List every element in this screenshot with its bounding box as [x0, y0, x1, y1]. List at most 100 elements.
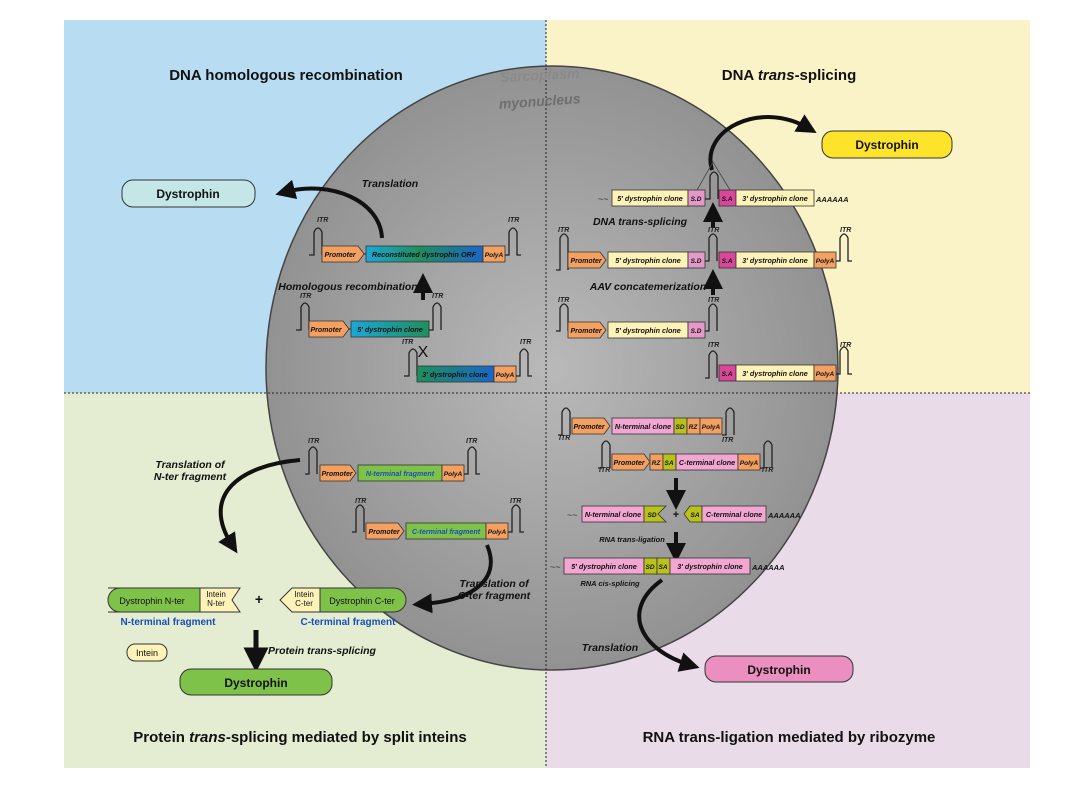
- intein-c-ter: [279, 587, 321, 613]
- svg-text:~~: ~~: [550, 562, 561, 572]
- itr-hairpin-6: [516, 348, 532, 377]
- svg-text:SA: SA: [658, 564, 667, 571]
- title-rna-trans-ligation: RNA trans-ligation mediated by ribozyme: [643, 729, 936, 746]
- svg-text:S.A: S.A: [722, 371, 733, 378]
- ribozyme-panel: ITR Promoter N-terminal clone SD RZ Poly…: [550, 407, 854, 683]
- polya-box: [493, 365, 517, 383]
- svg-text:ITR: ITR: [508, 217, 519, 224]
- svg-text:AAAAAA: AAAAAA: [815, 195, 849, 204]
- dystrophin-tr-label: Dystrophin: [855, 138, 918, 152]
- svg-text:Promoter: Promoter: [310, 327, 342, 334]
- svg-text:SD: SD: [675, 424, 684, 431]
- svg-text:S.A: S.A: [722, 196, 733, 203]
- svg-text:SD: SD: [647, 512, 656, 519]
- svg-text:Dystrophin: Dystrophin: [747, 663, 810, 677]
- title-protein-trans-splicing: Protein trans-splicing mediated by split…: [133, 729, 466, 746]
- svg-text:Promoter: Promoter: [613, 460, 645, 467]
- title-homologous: DNA homologous recombination: [169, 67, 403, 84]
- dystrophin-box-br: [704, 655, 854, 683]
- polya-box: [482, 245, 506, 263]
- svg-text:Promoter: Promoter: [573, 424, 605, 431]
- rna-cis-splicing-label: RNA cis-splicing: [580, 579, 640, 588]
- svg-text:C-terminal fragment: C-terminal fragment: [412, 527, 481, 536]
- crossover-x: X: [418, 344, 429, 361]
- svg-text:3' dystrophin clone: 3' dystrophin clone: [742, 194, 808, 203]
- svg-text:PolyA: PolyA: [496, 372, 515, 379]
- itr-hairpin-1: [309, 227, 323, 256]
- svg-text:PolyA: PolyA: [488, 529, 507, 536]
- svg-text:ITR: ITR: [300, 293, 311, 300]
- dna-trans-splicing-panel: Dystrophin ~~ 5' dystrophin clone S.D S.…: [556, 114, 953, 382]
- title-dna-trans-splicing: DNA trans-splicing: [722, 67, 856, 84]
- svg-text:ITR: ITR: [722, 437, 733, 444]
- svg-text:PolyA: PolyA: [740, 460, 759, 467]
- svg-text:ITR: ITR: [599, 467, 610, 474]
- translation-tl-label: Translation: [362, 178, 418, 190]
- svg-text:3' dystrophin clone: 3' dystrophin clone: [742, 369, 808, 378]
- intein-n-ter: [199, 587, 241, 613]
- svg-text:Promoter: Promoter: [324, 252, 356, 259]
- svg-text:AAAAAA: AAAAAA: [751, 563, 785, 572]
- svg-text:Reconstituted dystrophin ORF: Reconstituted dystrophin ORF: [372, 250, 477, 259]
- svg-text:ITR: ITR: [510, 498, 521, 505]
- dystrophin-box-tl: [121, 179, 256, 208]
- svg-text:+: +: [673, 509, 679, 521]
- c-terminal-fragment-label: C-terminal fragment: [300, 617, 396, 628]
- svg-text:N-terminal clone: N-terminal clone: [585, 510, 641, 519]
- svg-text:3' dystrophin clone: 3' dystrophin clone: [422, 370, 488, 379]
- svg-text:Dystrophin C-ter: Dystrophin C-ter: [329, 596, 395, 606]
- rna-trans-ligation-label: RNA trans-ligation: [599, 535, 665, 544]
- svg-text:ITR: ITR: [308, 438, 319, 445]
- svg-text:ITR: ITR: [317, 217, 328, 224]
- svg-text:ITR: ITR: [708, 297, 719, 304]
- svg-text:PolyA: PolyA: [485, 252, 504, 259]
- dystrophin-box-bl: [179, 668, 333, 696]
- promoter-box: [308, 320, 350, 338]
- svg-text:N-terminal clone: N-terminal clone: [615, 422, 671, 431]
- translation-arrow-tr: [708, 114, 817, 171]
- aav-concat-label: AAV concatemerization: [589, 281, 707, 293]
- svg-text:S.A: S.A: [722, 258, 733, 265]
- svg-text:ITR: ITR: [558, 227, 569, 234]
- translation-arrow-tl: [275, 179, 384, 239]
- protein-trans-splicing-label: Protein trans-splicing: [268, 645, 377, 657]
- translation-c-arrow: [412, 544, 493, 614]
- svg-text:Promoter: Promoter: [570, 258, 602, 265]
- homologous-panel: Dystrophin Translation ITR Promoter Reco…: [121, 178, 532, 383]
- sarcoplasm-label: Sarcoplasm: [500, 65, 580, 85]
- svg-text:Dystrophin N-ter: Dystrophin N-ter: [119, 596, 185, 606]
- svg-text:C-terminal clone: C-terminal clone: [706, 510, 762, 519]
- splice-bracket: [696, 161, 731, 191]
- svg-text:Promoter: Promoter: [368, 529, 400, 536]
- svg-text:ITR: ITR: [559, 435, 570, 442]
- sd-box: [687, 189, 706, 207]
- svg-text:Dystrophin: Dystrophin: [224, 676, 287, 690]
- svg-text:~~: ~~: [567, 510, 578, 520]
- svg-text:SA: SA: [690, 512, 699, 519]
- svg-text:S.D: S.D: [691, 258, 702, 265]
- svg-text:~~: ~~: [598, 194, 609, 204]
- svg-text:Promoter: Promoter: [321, 471, 353, 478]
- translation-arrow-br: [637, 578, 700, 672]
- translation-n-arrow: [218, 458, 301, 554]
- n-terminal-fragment-label: N-terminal fragment: [120, 617, 216, 628]
- myonucleus-label: myonucleus: [498, 90, 581, 112]
- svg-text:C-terminal clone: C-terminal clone: [679, 458, 735, 467]
- clone3-box-ts: [735, 189, 815, 207]
- homologous-recombination-label: Homologous recombination: [278, 281, 417, 293]
- svg-text:S.D: S.D: [691, 328, 702, 335]
- itr-hairpin-5: [404, 348, 418, 377]
- itr-hairpin-4: [429, 302, 442, 331]
- itr-hairpin-3: [296, 302, 310, 331]
- svg-text:PolyA: PolyA: [816, 371, 835, 378]
- svg-text:3' dystrophin clone: 3' dystrophin clone: [742, 256, 808, 265]
- svg-text:Promoter: Promoter: [570, 328, 602, 335]
- svg-text:5' dystrophin clone: 5' dystrophin clone: [615, 256, 681, 265]
- svg-text:ITR: ITR: [708, 342, 719, 349]
- svg-text:ITR: ITR: [708, 227, 719, 234]
- svg-text:+: +: [255, 591, 263, 607]
- svg-text:RZ: RZ: [689, 424, 699, 431]
